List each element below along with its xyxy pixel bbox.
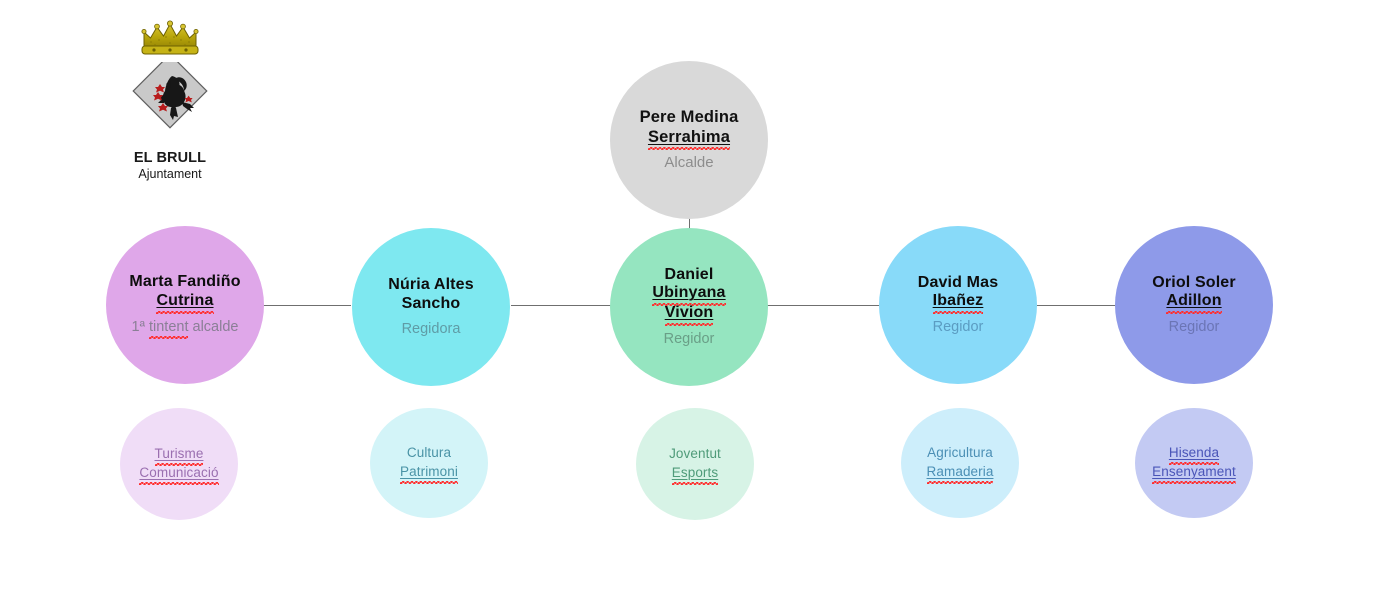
node-alcalde-role: Alcalde: [664, 153, 714, 171]
connector-nuria-daniel: [511, 305, 638, 306]
node-member-name-line1: Núria Altes: [388, 276, 474, 294]
node-member-name-line2: Ibañez: [932, 292, 984, 314]
dept-line-text: Patrimoni: [400, 463, 458, 484]
node-member-role: Regidor: [932, 319, 984, 336]
node-member-name-line1: Oriol Soler: [1152, 273, 1236, 291]
node-member-role: 1ª tintent alcalde: [124, 318, 247, 340]
dept-line: Hisenda: [1168, 444, 1220, 466]
node-member-marta-fandino[interactable]: Marta Fandiño Cutrina 1ª tintent alcalde: [106, 226, 264, 384]
node-member-name-line3: Vivion: [664, 304, 714, 326]
crown-icon: [114, 18, 226, 60]
connector-david-oriol: [1037, 305, 1115, 306]
node-member-name: Núria Altes Sancho: [380, 276, 482, 313]
dept-line: Esports: [671, 464, 719, 485]
dept-line: Patrimoni: [400, 463, 458, 484]
node-member-role: Regidor: [663, 330, 715, 347]
dept-cultura-patrimoni[interactable]: Cultura Patrimoni: [370, 408, 488, 518]
node-member-name: David Mas Ibañez: [910, 273, 1007, 314]
node-alcalde-name: Pere Medina Serrahima: [632, 108, 747, 151]
dept-line-text: Comunicació: [139, 464, 219, 486]
connector-daniel-david: [742, 305, 879, 306]
dept-line: Joventut: [669, 445, 721, 463]
dept-line: Cultura: [407, 444, 451, 462]
node-member-name-line1: Daniel: [664, 265, 714, 283]
node-member-david-mas[interactable]: David Mas Ibañez Regidor: [879, 226, 1037, 384]
node-member-role-misspelled: tintent: [148, 319, 188, 340]
node-member-name: Daniel Ubinyana Vivion: [644, 265, 733, 326]
dept-line: Agricultura: [927, 444, 993, 462]
dept-joventut-esports[interactable]: Joventut Esports: [636, 408, 754, 520]
dept-turisme-comunicacio[interactable]: Turisme Comunicació: [120, 408, 238, 520]
dept-line-text: Ensenyament: [1152, 463, 1236, 485]
connector-alcalde-daniel: [689, 213, 690, 237]
node-member-oriol-soler[interactable]: Oriol Soler Adillon Regidor: [1115, 226, 1273, 384]
node-member-role-prefix: 1ª: [131, 318, 149, 335]
dept-line-text: Ramaderia: [926, 463, 994, 484]
dept-line-text: Agricultura: [927, 445, 993, 461]
node-member-role: Regidora: [401, 320, 461, 337]
dept-line-text: Esports: [671, 464, 719, 485]
node-alcalde[interactable]: Pere Medina Serrahima Alcalde: [610, 61, 768, 219]
node-member-name-line2: Ubinyana: [652, 284, 726, 306]
dept-agricultura-ramaderia[interactable]: Agricultura Ramaderia: [901, 408, 1019, 518]
node-alcalde-name-line2: Serrahima: [647, 128, 731, 151]
dept-line: Turisme: [154, 445, 204, 467]
node-member-nuria-altes[interactable]: Núria Altes Sancho Regidora: [352, 228, 510, 386]
node-member-role-suffix: alcalde: [188, 318, 239, 335]
dept-line-text: Cultura: [406, 445, 452, 461]
node-member-role: Regidor: [1168, 319, 1220, 336]
node-member-name: Marta Fandiño Cutrina: [121, 273, 248, 314]
shield-icon: [114, 53, 226, 140]
node-member-daniel-ubinyana[interactable]: Daniel Ubinyana Vivion Regidor: [610, 228, 768, 386]
municipality-logo: EL BRULL Ajuntament: [114, 18, 226, 181]
dept-line-text: Turisme: [154, 445, 204, 467]
node-member-name: Oriol Soler Adillon: [1144, 273, 1243, 314]
node-member-name-line1: David Mas: [917, 273, 999, 291]
dept-line: Comunicació: [139, 464, 219, 486]
connector-marta-nuria: [263, 305, 351, 306]
node-member-name-line2: Cutrina: [156, 292, 214, 314]
node-member-name-line1: Marta Fandiño: [129, 273, 241, 291]
dept-line-text: Joventut: [669, 446, 721, 462]
logo-subtitle: Ajuntament: [138, 167, 202, 181]
logo-title: EL BRULL: [133, 150, 207, 166]
node-member-name-line2: Sancho: [401, 294, 461, 312]
node-alcalde-name-line1: Pere Medina: [639, 108, 739, 127]
dept-line-text: Hisenda: [1168, 444, 1220, 466]
dept-hisenda-ensenyament[interactable]: Hisenda Ensenyament: [1135, 408, 1253, 518]
node-member-name-line2: Adillon: [1166, 292, 1222, 314]
dept-line: Ramaderia: [926, 463, 994, 484]
dept-line: Ensenyament: [1152, 463, 1236, 485]
